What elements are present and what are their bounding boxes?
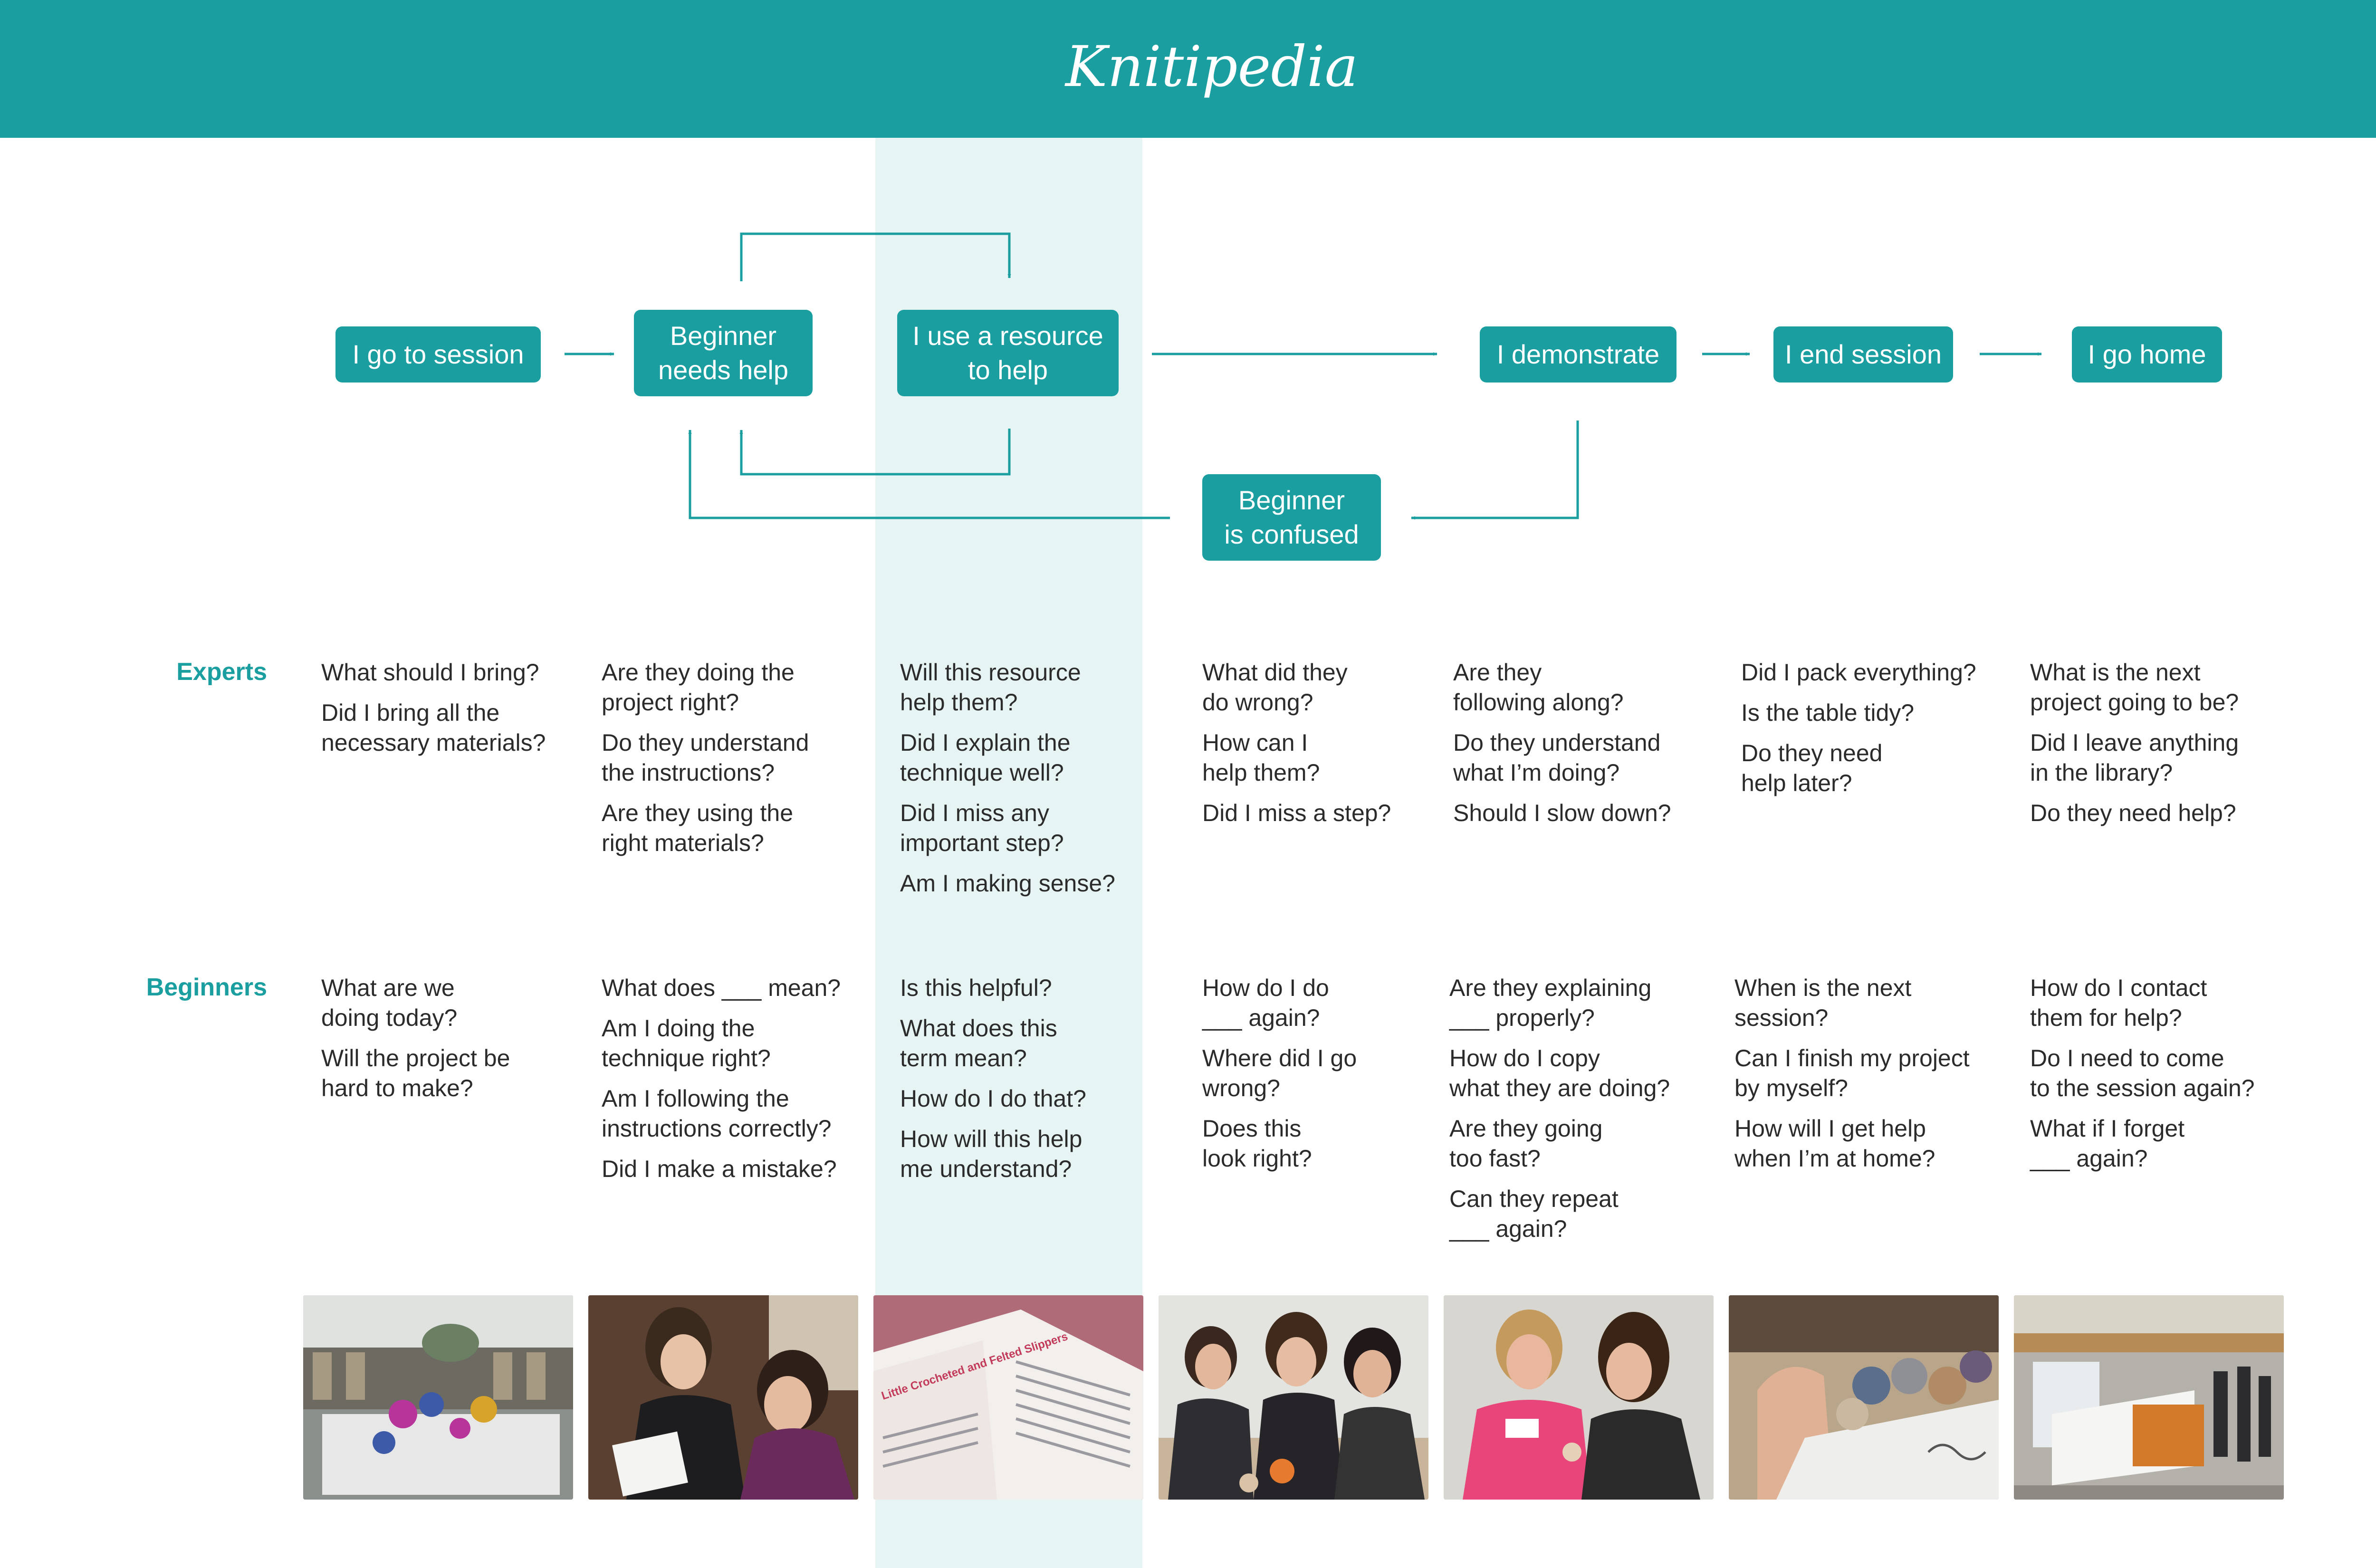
- experts-col-4: What did they do wrong? How can I help t…: [1202, 658, 1445, 839]
- expert-question: Are they using the right materials?: [602, 800, 794, 856]
- experts-col-7: What is the next project going to be? Di…: [2030, 658, 2296, 839]
- expert-question: Should I slow down?: [1453, 800, 1671, 826]
- flow-connectors: [565, 232, 2042, 520]
- photo-library-desk: [2014, 1295, 2284, 1500]
- row-label-beginners: Beginners: [146, 974, 267, 1001]
- expert-question: Did I miss any important step?: [900, 800, 1064, 856]
- photo-demonstration: [1444, 1295, 1714, 1500]
- photo-pattern-book: Little Crocheted and Felted Slippers: [873, 1295, 1143, 1500]
- beginner-question: How do I contact them for help?: [2030, 975, 2207, 1031]
- node-use-resource: I use a resource to help: [897, 310, 1119, 396]
- beginner-question: Am I doing the technique right?: [602, 1015, 771, 1071]
- experts-col-5: Are they following along? Do they unders…: [1453, 658, 1719, 839]
- beginner-question: Can I finish my project by myself?: [1734, 1045, 1970, 1101]
- beginners-col-4: How do I do ___ again? Where did I go wr…: [1202, 973, 1445, 1184]
- beginner-question: Do I need to come to the session again?: [2030, 1045, 2255, 1101]
- beginners-col-2: What does ___ mean? Am I doing the techn…: [602, 973, 877, 1195]
- beginner-question: Is this helpful?: [900, 975, 1052, 1001]
- expert-question: Do they understand what I’m doing?: [1453, 729, 1661, 786]
- photo-group-knitting: [1159, 1295, 1428, 1500]
- brand-logo: Knitipedia: [1065, 34, 1359, 99]
- beginners-col-6: When is the next session? Can I finish m…: [1734, 973, 2010, 1184]
- expert-question: Do they need help later?: [1741, 740, 1883, 796]
- beginner-question: When is the next session?: [1734, 975, 1912, 1031]
- expert-question: What should I bring?: [321, 659, 539, 686]
- expert-question: Did I pack everything?: [1741, 659, 1976, 686]
- beginner-question: What does ___ mean?: [602, 975, 841, 1001]
- beginner-question: What does this term mean?: [900, 1015, 1057, 1071]
- beginner-question: How do I copy what they are doing?: [1449, 1045, 1670, 1101]
- expert-question: Did I miss a step?: [1202, 800, 1391, 826]
- beginner-question: Where did I go wrong?: [1202, 1045, 1357, 1101]
- arrow-resource-back-to-needs-help: [739, 429, 1011, 476]
- photo-yarn-table: [1729, 1295, 1999, 1500]
- photo-reading-instructions: [588, 1295, 858, 1500]
- arrow-demonstrate-to-confused: [1411, 421, 1579, 520]
- experts-col-2: Are they doing the project right? Do the…: [602, 658, 868, 869]
- beginners-col-3: Is this helpful? What does this term mea…: [900, 973, 1138, 1195]
- arrow-confused-to-needs-help: [688, 430, 1170, 519]
- beginners-col-7: How do I contact them for help? Do I nee…: [2030, 973, 2306, 1184]
- expert-question: Do they understand the instructions?: [602, 729, 809, 786]
- expert-question: Are they following along?: [1453, 659, 1624, 716]
- beginner-question: What if I forget ___ again?: [2030, 1115, 2185, 1172]
- beginner-question: How do I do that?: [900, 1085, 1086, 1112]
- node-beginner-confused: Beginner is confused: [1202, 474, 1381, 561]
- expert-question: What is the next project going to be?: [2030, 659, 2239, 716]
- beginner-question: How will this help me understand?: [900, 1126, 1083, 1182]
- expert-question: Did I explain the technique well?: [900, 729, 1071, 786]
- experts-col-3: Will this resource help them? Did I expl…: [900, 658, 1138, 909]
- experts-col-1: What should I bring? Did I bring all the…: [321, 658, 578, 768]
- expert-question: Do they need help?: [2030, 800, 2236, 826]
- header-bar: [0, 0, 2376, 138]
- node-demonstrate: I demonstrate: [1480, 326, 1677, 382]
- expert-question: Am I making sense?: [900, 870, 1115, 897]
- node-beginner-needs-help: Beginner needs help: [634, 310, 813, 396]
- row-label-experts: Experts: [176, 658, 267, 686]
- beginner-question: Does this look right?: [1202, 1115, 1312, 1172]
- beginner-question: Did I make a mistake?: [602, 1156, 837, 1182]
- beginner-question: Am I following the instructions correctl…: [602, 1085, 832, 1142]
- experts-col-6: Did I pack everything? Is the table tidy…: [1741, 658, 2007, 809]
- expert-question: Did I leave anything in the library?: [2030, 729, 2239, 786]
- beginner-question: How do I do ___ again?: [1202, 975, 1329, 1031]
- expert-question: What did they do wrong?: [1202, 659, 1348, 716]
- node-go-to-session: I go to session: [335, 326, 541, 382]
- beginner-question: Are they explaining ___ properly?: [1449, 975, 1652, 1031]
- beginner-question: Can they repeat ___ again?: [1449, 1186, 1619, 1242]
- photo-library-session: [303, 1295, 573, 1500]
- beginner-question: What are we doing today?: [321, 975, 458, 1031]
- node-end-session: I end session: [1773, 326, 1953, 382]
- beginner-question: Will the project be hard to make?: [321, 1045, 510, 1101]
- beginners-col-5: Are they explaining ___ properly? How do…: [1449, 973, 1725, 1254]
- expert-question: Is the table tidy?: [1741, 699, 1915, 726]
- node-go-home: I go home: [2072, 326, 2222, 382]
- expert-question: Did I bring all the necessary materials?: [321, 699, 546, 756]
- beginner-question: Are they going too fast?: [1449, 1115, 1603, 1172]
- expert-question: How can I help them?: [1202, 729, 1320, 786]
- arrow-needs-help-to-resource: [740, 232, 1011, 281]
- beginner-question: How will I get help when I’m at home?: [1734, 1115, 1935, 1172]
- beginners-col-1: What are we doing today? Will the projec…: [321, 973, 578, 1114]
- expert-question: Are they doing the project right?: [602, 659, 795, 716]
- expert-question: Will this resource help them?: [900, 659, 1081, 716]
